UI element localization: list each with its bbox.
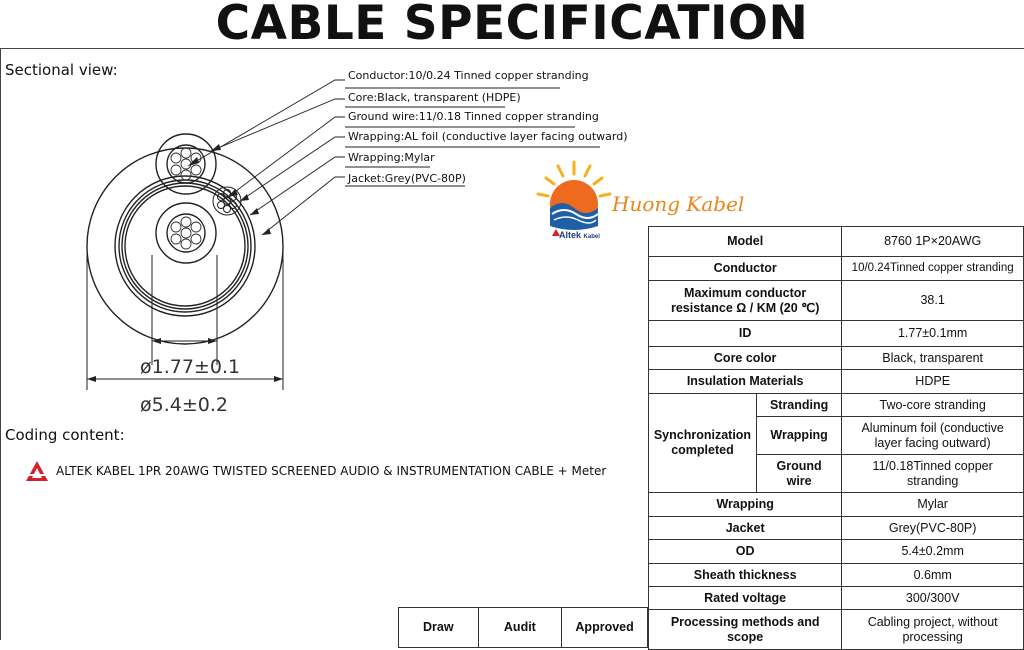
huong-kabel-logo-icon bbox=[536, 160, 612, 236]
callout-al-foil: Wrapping:AL foil (conductive layer facin… bbox=[348, 130, 628, 143]
wrapping-value: Mylar bbox=[841, 492, 1024, 517]
conductor-label: Conductor bbox=[647, 256, 843, 281]
conductor-value: 10/0.24Tinned copper stranding bbox=[841, 256, 1024, 281]
od-value: 5.4±0.2mm bbox=[841, 539, 1024, 564]
coding-text: ALTEK KABEL 1PR 20AWG TWISTED SCREENED A… bbox=[56, 464, 607, 478]
core-upper bbox=[155, 133, 217, 195]
title-rule bbox=[0, 48, 1024, 49]
stranding-label: Stranding bbox=[755, 393, 843, 417]
ground-wire bbox=[212, 186, 242, 216]
approved-label: Approved bbox=[561, 607, 648, 648]
insulation-value: HDPE bbox=[841, 369, 1024, 394]
cable-cross-section bbox=[86, 79, 600, 390]
callout-conductor: Conductor:10/0.24 Tinned copper strandin… bbox=[348, 69, 589, 82]
od-label: OD bbox=[647, 539, 843, 564]
signoff-table: Draw Audit Approved bbox=[398, 607, 648, 648]
sync-wrapping-label: Wrapping bbox=[755, 416, 843, 455]
insulation-label: Insulation Materials bbox=[647, 369, 843, 394]
model-label: Model bbox=[647, 226, 843, 257]
core-lower bbox=[155, 202, 217, 264]
model-value: 8760 1P×20AWG bbox=[841, 226, 1024, 257]
coding-content-label: Coding content: bbox=[5, 426, 125, 444]
brand-sub: Altek Kabel bbox=[559, 230, 600, 240]
jacket-label: Jacket bbox=[647, 516, 843, 540]
stranding-value: Two-core stranding bbox=[841, 393, 1024, 417]
inner-diameter-label: ø1.77±0.1 bbox=[140, 356, 241, 378]
core-color-value: Black, transparent bbox=[841, 346, 1024, 370]
callout-ground-wire: Ground wire:11/0.18 Tinned copper strand… bbox=[348, 110, 599, 123]
brand-logo: Huong Kabel Altek Kabel bbox=[528, 156, 748, 253]
voltage-label: Rated voltage bbox=[647, 586, 843, 610]
callout-core: Core:Black, transparent (HDPE) bbox=[348, 91, 521, 104]
callout-jacket: Jacket:Grey(PVC-80P) bbox=[348, 172, 466, 185]
altek-logo-icon bbox=[26, 461, 48, 481]
audit-label: Audit bbox=[477, 607, 563, 648]
resistance-value: 38.1 bbox=[841, 280, 1024, 321]
brand-name: Huong Kabel bbox=[612, 192, 745, 216]
spec-table: Model 8760 1P×20AWG Conductor 10/0.24Tin… bbox=[647, 226, 1024, 650]
voltage-value: 300/300V bbox=[841, 586, 1024, 610]
sheath-label: Sheath thickness bbox=[647, 563, 843, 587]
sheath-value: 0.6mm bbox=[841, 563, 1024, 587]
outer-diameter-label: ø5.4±0.2 bbox=[140, 394, 228, 416]
id-label: ID bbox=[647, 320, 843, 347]
callout-mylar: Wrapping:Mylar bbox=[348, 151, 435, 164]
jacket-value: Grey(PVC-80P) bbox=[841, 516, 1024, 540]
left-border bbox=[0, 48, 1, 640]
wrapping-label: Wrapping bbox=[647, 492, 843, 517]
coding-line: ALTEK KABEL 1PR 20AWG TWISTED SCREENED A… bbox=[24, 458, 606, 484]
page-title: CABLE SPECIFICATION bbox=[215, 0, 809, 51]
id-value: 1.77±0.1mm bbox=[841, 320, 1024, 347]
sectional-view-label: Sectional view: bbox=[5, 61, 118, 79]
draw-label: Draw bbox=[398, 607, 479, 648]
core-color-label: Core color bbox=[647, 346, 843, 370]
